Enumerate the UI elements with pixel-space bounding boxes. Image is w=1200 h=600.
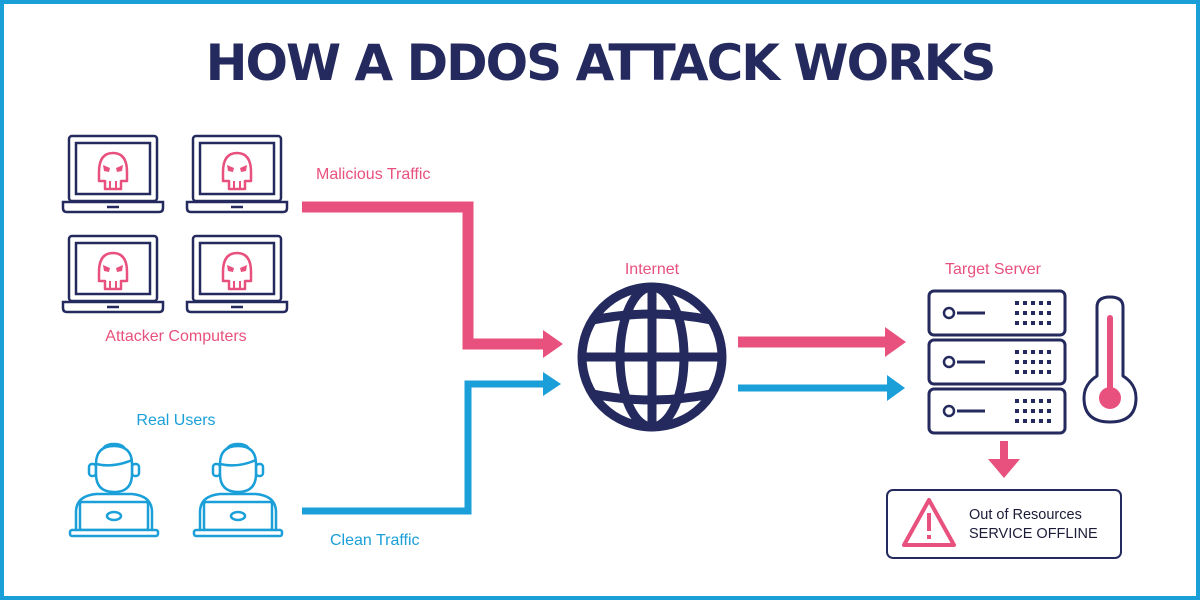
diagram-title: HOW A DDOS ATTACK WORKS [206, 34, 995, 92]
malicious-arrowhead [543, 330, 563, 358]
user-laptop-icon [192, 442, 284, 538]
clean-arrowhead [543, 372, 561, 396]
clean-server-arrowhead [887, 375, 905, 401]
overload-arrow-shaft [1000, 441, 1008, 461]
clean-traffic-line [302, 380, 545, 515]
laptop-skull-icon [185, 234, 289, 314]
laptop-skull-icon [185, 134, 289, 214]
user-laptop-icon [68, 442, 160, 538]
target-server-label: Target Server [945, 261, 1042, 278]
real-users-label: Real Users [136, 412, 215, 429]
warning-triangle-icon [902, 498, 956, 547]
laptop-skull-icon [61, 134, 165, 214]
malicious-traffic-label: Malicious Traffic [316, 166, 430, 183]
clean-traffic-label: Clean Traffic [330, 532, 420, 549]
malicious-traffic-line [302, 201, 545, 350]
attacker-computers-label: Attacker Computers [105, 328, 246, 345]
laptop-skull-icon [61, 234, 165, 314]
server-rack-icon [927, 289, 1067, 435]
overload-arrowhead [988, 459, 1020, 478]
status-line-2: SERVICE OFFLINE [969, 526, 1098, 542]
globe-icon [577, 282, 727, 432]
internet-label: Internet [625, 261, 680, 278]
status-line-1: Out of Resources [969, 507, 1082, 523]
thermometer-icon [1082, 295, 1138, 424]
malicious-server-arrowhead [885, 327, 906, 357]
